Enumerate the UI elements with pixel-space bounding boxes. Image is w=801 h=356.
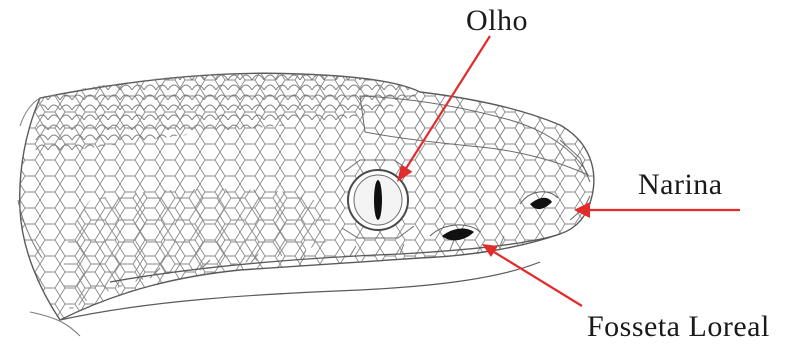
label-nostril: Narina (638, 170, 723, 200)
label-pit: Fosseta Loreal (587, 312, 770, 342)
cheek-scales (63, 189, 331, 310)
label-eye: Olho (466, 6, 528, 36)
arrow-nostril (574, 202, 740, 218)
